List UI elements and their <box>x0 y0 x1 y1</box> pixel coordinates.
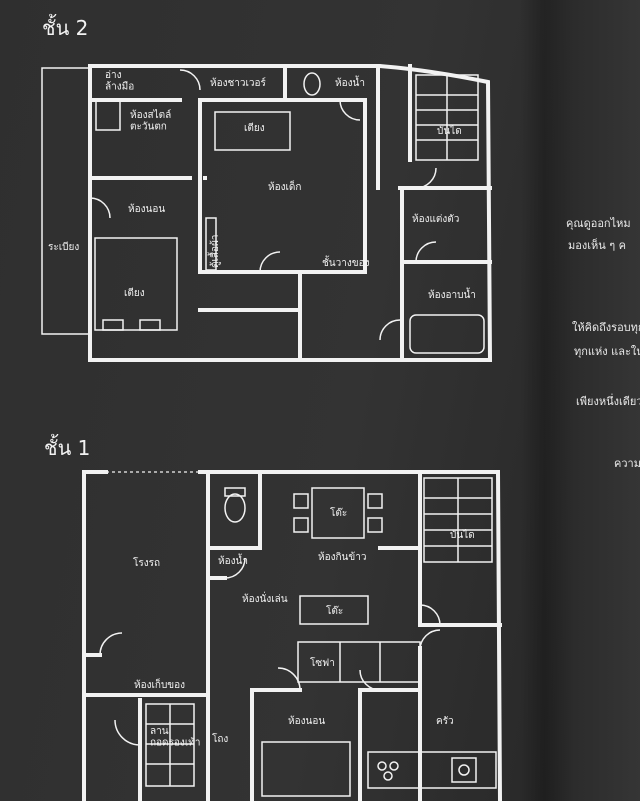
f1-hall-label: โถง <box>212 732 228 745</box>
book-gutter <box>520 0 640 801</box>
floor-1-title: ชั้น 1 <box>44 436 91 460</box>
f1-sofa-label: โซฟา <box>310 656 335 669</box>
f2-kids-label: ห้องเด็ก <box>268 179 301 193</box>
f2-shoes-label: ชั้นวางของ <box>322 255 370 269</box>
f1-table-label: โต๊ะ <box>330 506 347 519</box>
f2-powder-label: ห้องสไตล์ตะวันตก <box>130 109 171 133</box>
f1-storage-label: ห้องเก็บของ <box>134 677 185 691</box>
f1-stairs-label: บันได <box>450 529 475 541</box>
f1-living-label: ห้องนั่งเล่น <box>242 591 288 605</box>
f1-garage-label: โรงรถ <box>133 556 160 569</box>
f2-toilet-label: ห้องน้ำ <box>335 75 365 89</box>
f1-entry-label: ลานถอดรองเท้า <box>150 726 200 749</box>
f1-toilet-label: ห้องน้ำ <box>218 553 248 567</box>
f2-dressing-label: ห้องแต่งตัว <box>412 213 459 225</box>
f1-kitchen-label: ครัว <box>436 716 454 727</box>
side-text-line-1: คุณดูออกไหม <box>566 217 631 230</box>
f1-table2-label: โต๊ะ <box>326 604 343 617</box>
f2-sink-label: อ่างล้างมือ <box>105 70 134 93</box>
f2-bed-small-label: เตียง <box>244 122 265 134</box>
f2-stairs-label: บันได <box>437 125 462 137</box>
f2-bedroom-label: ห้องนอน <box>128 203 165 215</box>
side-text-line-5: เพียงหนึ่งเดียว <box>576 395 640 408</box>
side-text-line-3: ให้คิดถึงรอบทุกมุม <box>572 321 640 334</box>
side-text-line-4: ทุกแห่ง และในใ <box>574 345 640 358</box>
side-text-line-2: มองเห็น ๆ ค <box>568 239 627 252</box>
f2-balcony-label: ระเบียง <box>48 241 79 253</box>
f2-bath-label: ห้องอาบน้ำ <box>428 287 476 301</box>
floor-2-title: ชั้น 2 <box>42 16 89 40</box>
f2-closet-label: ตู้เสื้อผ้า <box>207 235 221 269</box>
side-text-line-6: ความ <box>614 457 640 470</box>
f1-bedroom-label: ห้องนอน <box>288 715 325 727</box>
f2-bed-big-label: เตียง <box>124 287 145 299</box>
f2-shower-label: ห้องชาวเวอร์ <box>210 77 267 89</box>
f1-dining-label: ห้องกินข้าว <box>318 551 366 563</box>
